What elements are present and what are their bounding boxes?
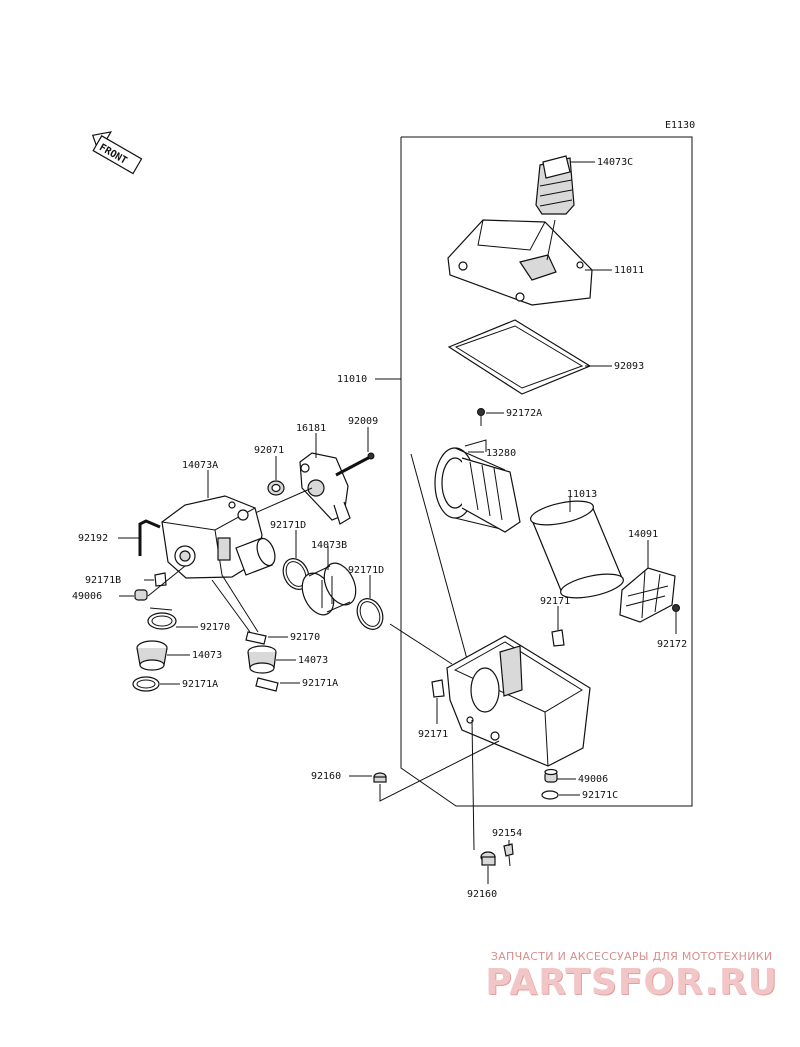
- label-49006-left: 49006: [72, 591, 102, 602]
- label-14073a: 14073A: [182, 460, 218, 471]
- label-14091: 14091: [628, 529, 658, 540]
- label-92171a-b: 92171A: [302, 678, 338, 689]
- screen-14091-icon: [619, 567, 676, 623]
- label-11011: 11011: [614, 265, 644, 276]
- label-11010: 11010: [337, 374, 367, 385]
- clamp-92171c-icon: [541, 790, 559, 800]
- clamp-92171d-b-icon: [356, 598, 384, 630]
- bracket-16181-icon: [299, 452, 351, 525]
- gasket-92093-icon: [447, 319, 592, 395]
- clip-92171-top-icon: [551, 629, 565, 647]
- clamp-92171a-b-icon: [255, 677, 279, 692]
- boot-14073-b-icon: [247, 645, 277, 674]
- label-16181: 16181: [296, 423, 326, 434]
- filter-element-11013-icon: [530, 500, 624, 599]
- label-92009: 92009: [348, 416, 378, 427]
- duct-14073c-icon: [535, 155, 575, 215]
- front-arrow-icon: FRONT: [91, 131, 143, 175]
- label-92071: 92071: [254, 445, 284, 456]
- screw-92009-icon: [335, 452, 375, 477]
- label-92160-b: 92160: [467, 889, 497, 900]
- cap-49006-right-icon: [544, 768, 558, 783]
- clamp-92170-a-icon: [147, 607, 177, 630]
- hook-92192-icon: [138, 519, 161, 556]
- watermark-tagline: ЗАПЧАСТИ И АКСЕССУАРЫ ДЛЯ МОТОТЕХНИКИ: [490, 950, 773, 963]
- grommet-92160-b-icon: [480, 851, 496, 866]
- label-13280: 13280: [486, 448, 516, 459]
- screw-92172-icon: [672, 604, 680, 612]
- label-92171d-b: 92171D: [348, 565, 384, 576]
- outlet-duct-icon: [235, 537, 276, 576]
- grommet-92160-a-icon: [373, 772, 387, 783]
- label-92170-a: 92170: [200, 622, 230, 633]
- bolt-92154-icon: [503, 843, 514, 867]
- label-92171d-a: 92171D: [270, 520, 306, 531]
- air-box-housing-icon: [446, 635, 591, 767]
- label-92171b: 92171B: [85, 575, 121, 586]
- clamp-92170-b-icon: [245, 631, 267, 645]
- label-92172: 92172: [657, 639, 687, 650]
- label-92192: 92192: [78, 533, 108, 544]
- label-11013: 11013: [567, 489, 597, 500]
- label-92171-top: 92171: [540, 596, 570, 607]
- label-14073b: 14073B: [311, 540, 347, 551]
- label-49006-right: 49006: [578, 774, 608, 785]
- air-cleaner-cover-icon: [447, 219, 593, 306]
- clip-92171b-icon: [154, 572, 167, 587]
- watermark-logo: PARTSFOR.RU: [485, 962, 778, 1003]
- boot-14073b-icon: [301, 562, 357, 616]
- label-92093: 92093: [614, 361, 644, 372]
- clip-92171-bottom-icon: [431, 679, 445, 698]
- label-92171c: 92171C: [582, 790, 618, 801]
- intake-box-14073a-icon: [161, 495, 263, 579]
- label-14073-b: 14073: [298, 655, 328, 666]
- label-92170-b: 92170: [290, 632, 320, 643]
- label-92171-bottom: 92171: [418, 729, 448, 740]
- label-92160-a: 92160: [311, 771, 341, 782]
- label-92154: 92154: [492, 828, 522, 839]
- diagram-code: E1130: [665, 120, 695, 131]
- screw-92172a-icon: [477, 408, 485, 426]
- grommet-92071-icon: [267, 480, 285, 496]
- cap-49006-left-icon: [134, 589, 148, 601]
- assembly-bracket: [400, 136, 693, 807]
- label-14073-a: 14073: [192, 650, 222, 661]
- label-92172a: 92172A: [506, 408, 542, 419]
- filter-cage-13280-icon: [434, 439, 521, 533]
- boot-14073-a-icon: [136, 640, 168, 671]
- clamp-92171a-a-icon: [132, 676, 160, 692]
- label-92171a-a: 92171A: [182, 679, 218, 690]
- watermark: ЗАПЧАСТИ И АКСЕССУАРЫ ДЛЯ МОТОТЕХНИКИ PA…: [485, 950, 778, 1003]
- label-14073c: 14073C: [597, 157, 633, 168]
